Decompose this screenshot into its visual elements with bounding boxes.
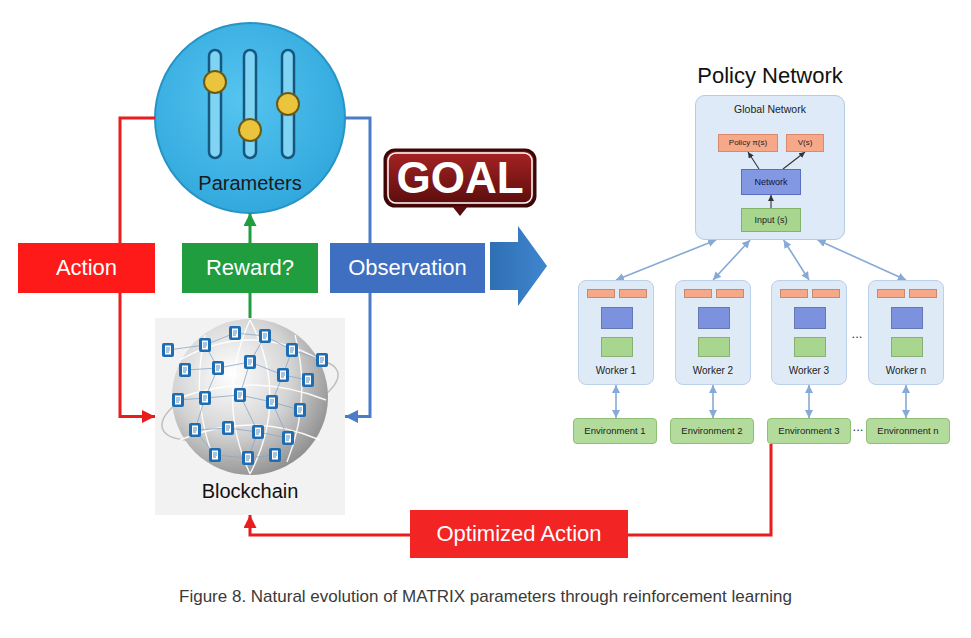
connector xyxy=(712,385,714,418)
ellipsis: ... xyxy=(852,326,863,341)
environment-label: Environment 1 xyxy=(584,426,645,437)
worker-icon-part xyxy=(794,307,826,329)
connector xyxy=(905,385,907,418)
worker-icon-part xyxy=(877,289,905,298)
edge-label: Reward? xyxy=(206,255,294,280)
connector xyxy=(615,385,617,418)
environment-box: Environment 2 xyxy=(670,418,754,444)
goal-badge-shape xyxy=(385,150,535,216)
worker-icon-part xyxy=(891,337,923,357)
environment-box: Environment 3 xyxy=(767,418,851,444)
goal-badge: GOAL xyxy=(385,150,535,206)
edge-label: Observation xyxy=(348,255,467,280)
node-label: Policy π(s) xyxy=(729,138,767,147)
worker-icon-part xyxy=(794,337,826,357)
worker-icon-part xyxy=(780,289,808,298)
connector xyxy=(783,152,805,169)
parameters-circle: Parameters xyxy=(155,23,345,213)
worker-box: Worker 2 xyxy=(675,280,751,385)
input-box: Input (s) xyxy=(741,208,801,232)
worker-box: Worker 3 xyxy=(771,280,847,385)
worker-label: Worker 1 xyxy=(596,365,636,377)
edge-label: Optimized Action xyxy=(436,521,601,546)
policy-output-box: Policy π(s) xyxy=(718,134,778,152)
connector xyxy=(808,385,810,418)
environment-box: Environment n xyxy=(866,418,950,444)
figure-caption: Figure 8. Natural evolution of MATRIX pa… xyxy=(0,587,971,607)
worker-box: Worker 1 xyxy=(578,280,654,385)
worker-label: Worker 3 xyxy=(789,365,829,377)
worker-icon-part xyxy=(909,289,937,298)
worker-icon-part xyxy=(812,289,840,298)
connector xyxy=(784,240,809,280)
environment-label: Environment 2 xyxy=(681,426,742,437)
connector xyxy=(748,152,759,169)
edge-label-box: Reward? xyxy=(182,243,318,293)
edge-label-box: Observation xyxy=(330,243,485,293)
global-network-ground xyxy=(695,95,845,240)
worker-icon-part xyxy=(601,337,633,357)
worker-icon-part xyxy=(891,307,923,329)
edge-label-box: Optimized Action xyxy=(410,510,628,558)
global-network-box: Policy NetworkGlobal NetworkPolicy π(s)V… xyxy=(695,95,845,240)
environment-label: Environment 3 xyxy=(778,426,839,437)
worker-icon-part xyxy=(716,289,744,298)
value-output-box: V(s) xyxy=(786,134,824,152)
ellipsis: ... xyxy=(853,419,864,434)
node-label: Input (s) xyxy=(754,215,787,225)
panel-heading: Policy Network xyxy=(697,63,842,88)
node-label: V(s) xyxy=(798,138,813,147)
connector xyxy=(818,240,906,280)
worker-icon-part xyxy=(698,337,730,357)
worker-icon-part xyxy=(587,289,615,298)
worker-icon-part xyxy=(698,307,730,329)
edge-label: Action xyxy=(56,255,117,280)
worker-box: Worker n xyxy=(868,280,944,385)
flow-arrow xyxy=(490,226,547,306)
worker-icon-part xyxy=(619,289,647,298)
node-label: Parameters xyxy=(198,172,301,195)
worker-icon-part xyxy=(601,307,633,329)
node-label: Blockchain xyxy=(202,480,299,503)
worker-label: Worker n xyxy=(886,365,926,377)
blockchain-illustration xyxy=(153,318,347,515)
edge-label-box: Action xyxy=(18,243,155,293)
badge-text: GOAL xyxy=(396,153,523,204)
box-heading: Global Network xyxy=(734,103,806,115)
worker-label: Worker 2 xyxy=(693,365,733,377)
network-box: Network xyxy=(741,169,801,195)
node-label: Network xyxy=(754,177,787,187)
connector xyxy=(770,195,771,208)
worker-icon-part xyxy=(684,289,712,298)
connector xyxy=(713,240,750,280)
parameters-illustration xyxy=(155,23,345,213)
environment-box: Environment 1 xyxy=(573,418,657,444)
connector xyxy=(616,240,716,280)
environment-label: Environment n xyxy=(877,426,938,437)
blockchain-globe: Blockchain xyxy=(155,318,345,515)
